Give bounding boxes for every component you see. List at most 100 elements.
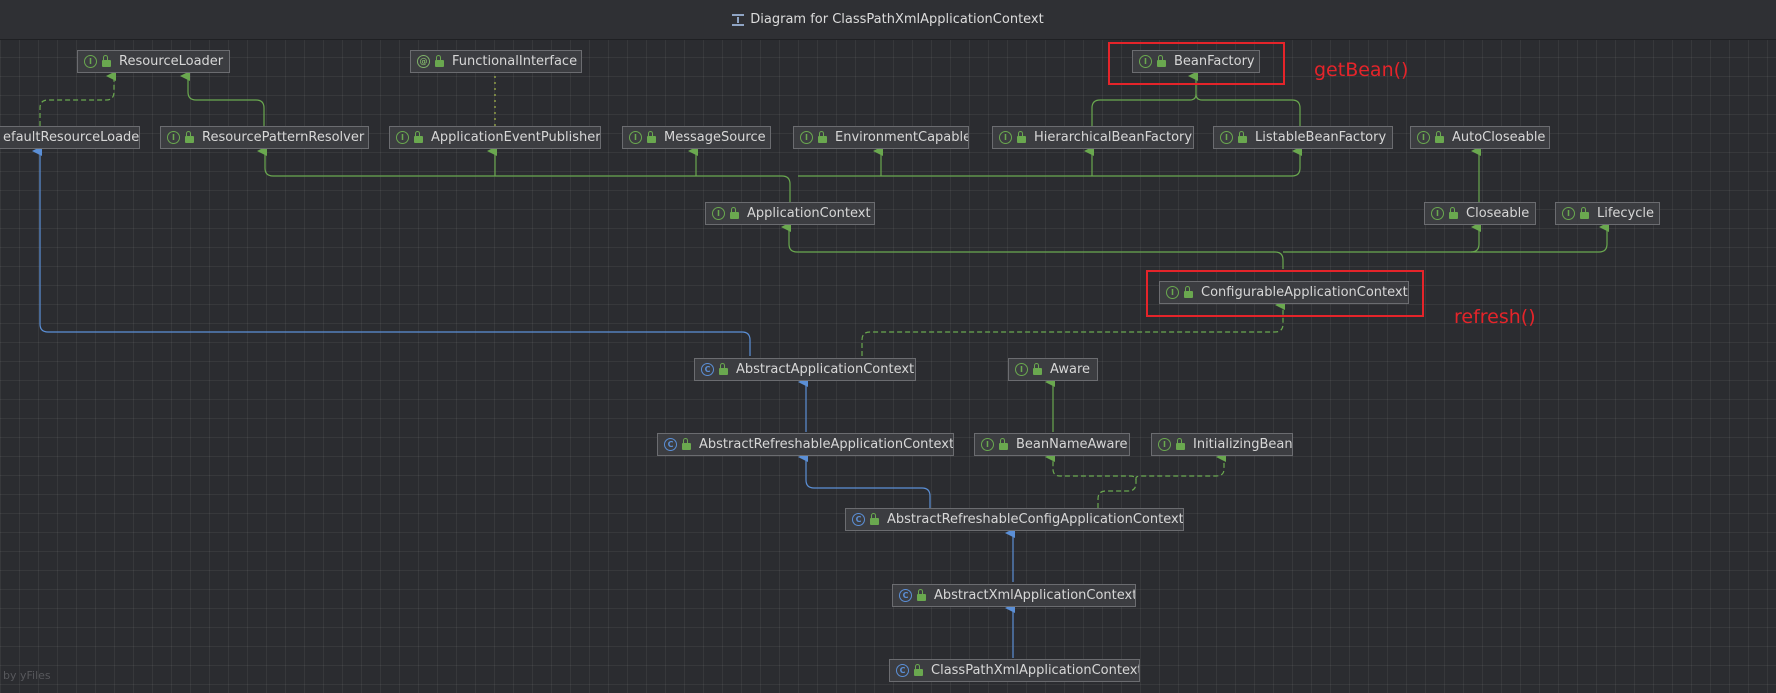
interface-icon: I — [1417, 131, 1430, 144]
node-label: Closeable — [1466, 206, 1530, 221]
node-closeable[interactable]: I Closeable — [1424, 202, 1536, 225]
get-bean-annotation: getBean() — [1314, 59, 1409, 81]
interface-icon: I — [800, 131, 813, 144]
diagram-icon — [732, 13, 745, 26]
interface-icon: I — [167, 131, 180, 144]
node-label: InitializingBean — [1193, 437, 1293, 452]
class-icon: C — [701, 363, 714, 376]
edge-cac-trunk — [781, 222, 1284, 269]
interface-icon: I — [981, 438, 994, 451]
node-label: AbstractRefreshableConfigApplicationCont… — [887, 512, 1184, 527]
node-label: Lifecycle — [1597, 206, 1655, 221]
interface-icon: I — [84, 55, 97, 68]
node-environment-capable[interactable]: I EnvironmentCapable — [793, 126, 969, 149]
node-label: AutoCloseable — [1452, 130, 1546, 145]
node-label: ConfigurableApplicationContext — [1201, 285, 1408, 300]
node-auto-closeable[interactable]: I AutoCloseable — [1410, 126, 1550, 149]
node-label: ApplicationEventPublisher — [431, 130, 601, 145]
edge-hbf-to-bean-factory — [1091, 71, 1198, 126]
node-label: MessageSource — [664, 130, 766, 145]
public-lock-icon — [1157, 55, 1166, 67]
edge-cac-to-lifecycle — [1471, 222, 1609, 253]
node-label: Aware — [1050, 362, 1091, 377]
interface-icon: I — [712, 207, 725, 220]
interface-icon: I — [1220, 131, 1233, 144]
bean-factory-highlight — [1108, 42, 1285, 85]
public-lock-icon — [1580, 207, 1589, 219]
node-bean-factory[interactable]: I BeanFactory — [1132, 50, 1260, 73]
node-message-source[interactable]: I MessageSource — [622, 126, 771, 149]
edge-rpr-to-resource-loader — [180, 71, 265, 126]
interface-icon: I — [396, 131, 409, 144]
node-label: AbstractRefreshableApplicationContext — [699, 437, 954, 452]
node-label: ResourcePatternResolver — [202, 130, 365, 145]
annotation-icon: @ — [417, 55, 430, 68]
node-default-resource-loader[interactable]: efaultResourceLoader — [0, 126, 140, 149]
node-label: efaultResourceLoader — [3, 130, 140, 145]
refresh-annotation: refresh() — [1454, 306, 1536, 328]
window-title: Diagram for ClassPathXmlApplicationConte… — [750, 12, 1044, 27]
node-label: ApplicationContext — [747, 206, 871, 221]
edge-arcac-to-ib — [1135, 452, 1226, 480]
public-lock-icon — [1238, 131, 1247, 143]
node-label: ResourceLoader — [119, 54, 224, 69]
node-hierarchical-bean-factory[interactable]: I HierarchicalBeanFactory — [992, 126, 1194, 149]
node-label: BeanNameAware — [1016, 437, 1128, 452]
window-title-bar: Diagram for ClassPathXmlApplicationConte… — [0, 0, 1776, 40]
public-lock-icon — [647, 131, 656, 143]
interface-icon: I — [1562, 207, 1575, 220]
edge-ac-trunk — [257, 146, 791, 202]
node-lifecycle[interactable]: I Lifecycle — [1555, 202, 1660, 225]
public-lock-icon — [102, 55, 111, 67]
node-label: AbstractApplicationContext — [736, 362, 915, 377]
public-lock-icon — [999, 438, 1008, 450]
node-label: BeanFactory — [1174, 54, 1255, 69]
public-lock-icon — [185, 131, 194, 143]
node-functional-interface[interactable]: @ FunctionalInterface — [410, 50, 582, 73]
interface-icon: I — [1139, 55, 1152, 68]
public-lock-icon — [818, 131, 827, 143]
public-lock-icon — [730, 207, 739, 219]
node-label: HierarchicalBeanFactory — [1034, 130, 1193, 145]
edge-aac-to-drl — [32, 146, 751, 356]
public-lock-icon — [682, 438, 691, 450]
interface-icon: I — [999, 131, 1012, 144]
node-label: FunctionalInterface — [452, 54, 578, 69]
node-resource-pattern-resolver[interactable]: I ResourcePatternResolver — [160, 126, 369, 149]
edge-cac-to-closeable — [1283, 222, 1481, 253]
node-resource-loader[interactable]: I ResourceLoader — [77, 50, 230, 73]
node-application-event-publisher[interactable]: I ApplicationEventPublisher — [389, 126, 601, 149]
public-lock-icon — [1017, 131, 1026, 143]
node-label: ListableBeanFactory — [1255, 130, 1387, 145]
public-lock-icon — [1033, 363, 1042, 375]
edge-lbf-to-bean-factory — [1195, 93, 1301, 126]
node-abstract-application-context[interactable]: C AbstractApplicationContext — [694, 358, 916, 381]
public-lock-icon — [1176, 438, 1185, 450]
edge-aac-to-cac — [861, 300, 1285, 356]
node-initializing-bean[interactable]: I InitializingBean — [1151, 433, 1293, 456]
node-application-context[interactable]: I ApplicationContext — [705, 202, 875, 225]
public-lock-icon — [1449, 207, 1458, 219]
public-lock-icon — [719, 363, 728, 375]
public-lock-icon — [1435, 131, 1444, 143]
node-label: ClassPathXmlApplicationContext — [931, 663, 1140, 678]
interface-icon: I — [1158, 438, 1171, 451]
public-lock-icon — [914, 664, 923, 676]
edge-arcac-to-bna — [1045, 452, 1137, 508]
node-label: AbstractXmlApplicationContext — [934, 588, 1136, 603]
node-listable-bean-factory[interactable]: I ListableBeanFactory — [1213, 126, 1393, 149]
node-label: EnvironmentCapable — [835, 130, 969, 145]
class-icon: C — [899, 589, 912, 602]
node-abstract-xml-application-context[interactable]: C AbstractXmlApplicationContext — [892, 584, 1136, 607]
interface-icon: I — [629, 131, 642, 144]
edge-arcac-to-arac — [798, 452, 931, 508]
interface-icon: I — [1431, 207, 1444, 220]
public-lock-icon — [414, 131, 423, 143]
node-bean-name-aware[interactable]: I BeanNameAware — [974, 433, 1130, 456]
